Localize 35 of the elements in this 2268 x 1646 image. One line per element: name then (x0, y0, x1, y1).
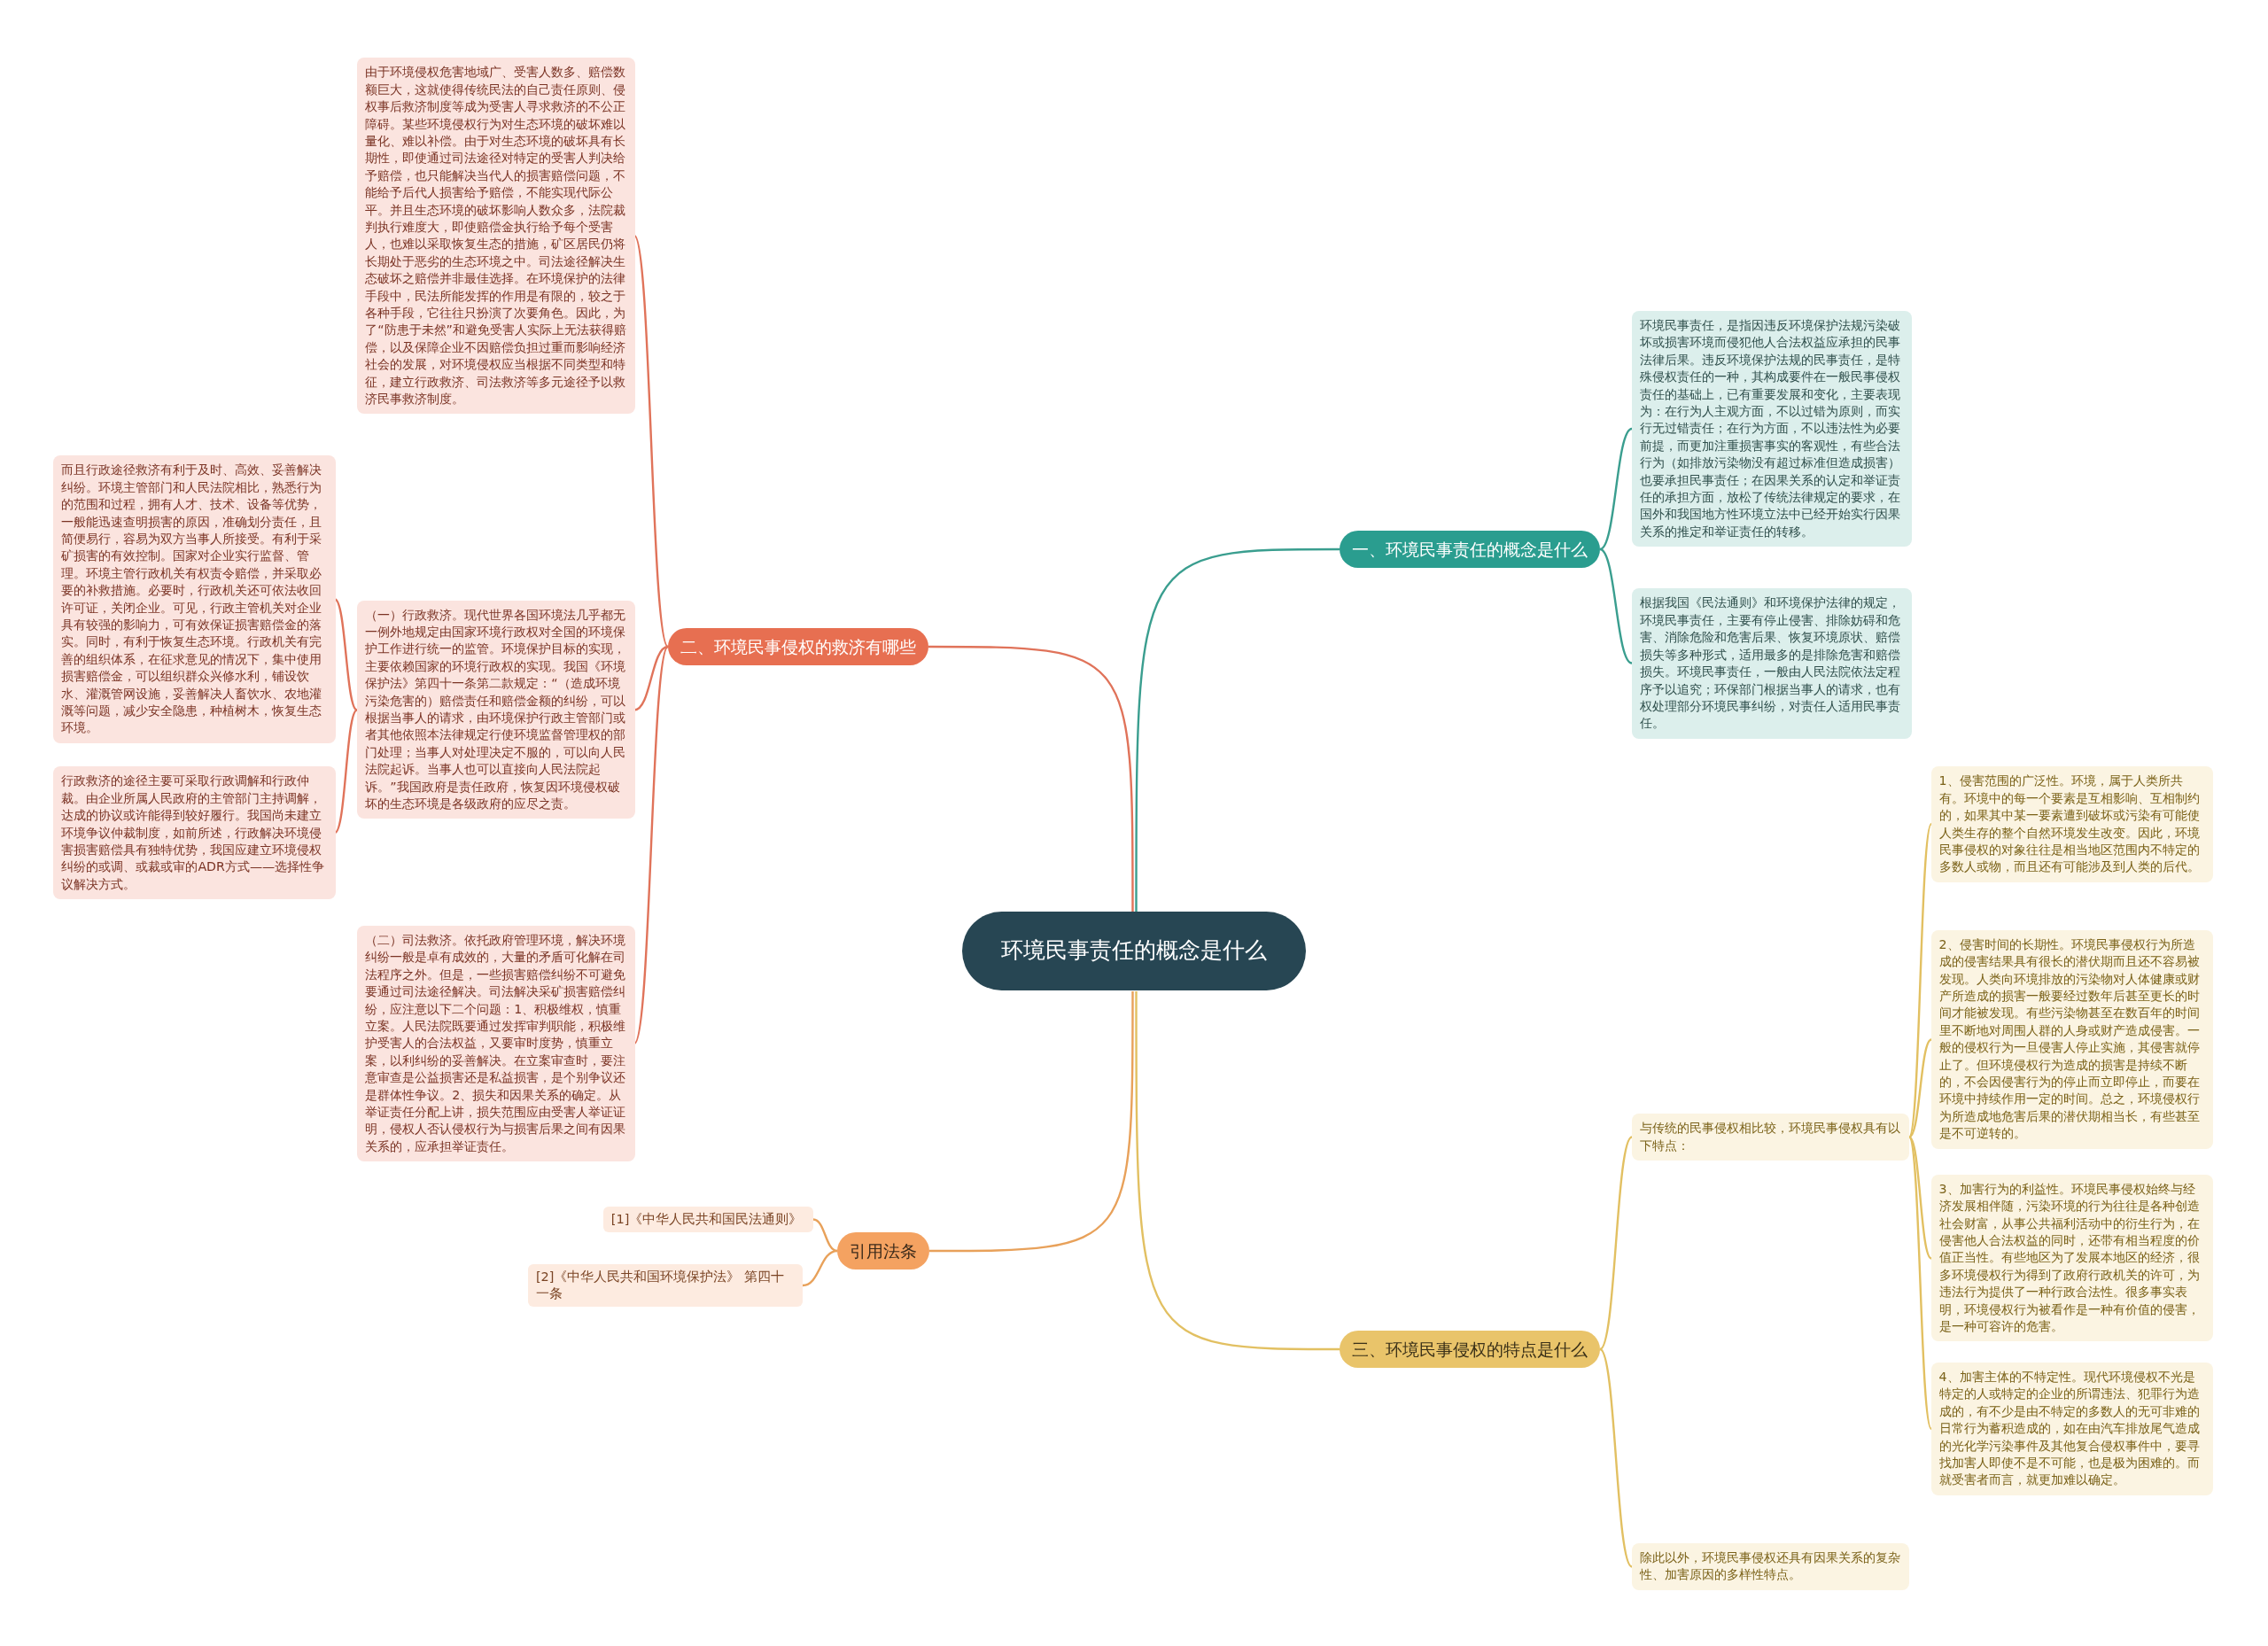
note-card: （二）司法救济。依托政府管理环境，解决环境纠纷一般是卓有成效的，大量的矛盾可化解在司法程序之外。但是，一些损害赔偿纠纷不可避免要通过司法途径解决。司法解决采矿损害赔偿纠纷，应注意以下二个问题：1、积极维权，慎重立案。人民法院既要通过发挥审判职能，积极维护受害人的合法权益，又要审时度势，慎重立案，以利纠纷的妥善解决。在立案审查时，要注意审查是公益损害还是私益损害，是个别争议还是群体性争议。2、损失和因果关系的确定。从举证责任分配上讲，损失范围应由受害人举证证明，侵权人否认侵权行为与损害后果之间有因果关系的，应承担举证责任。 (357, 925, 635, 1162)
note-card: 根据我国《民法通则》和环境保护法律的规定，环境民事责任，主要有停止侵害、排除妨碍和危害、消除危险和危害后果、恢复环境原状、赔偿损失等多种形式，适用最多的是排除危害和赔偿损失。环境民事责任，一般由人民法院依法定程序予以追究；环保部门根据当事人的请求，也有权处理部分环境民事纠纷，对责任人适用民事责任。 (1631, 588, 1913, 739)
connector (802, 1249, 838, 1287)
branch-topic: 三、环境民事侵权的特点是什么 (1339, 1331, 1600, 1369)
note-card: 而且行政途径救济有利于及时、高效、妥善解决纠纷。环境主管部门和人民法院相比，熟悉行为的范围和过程，拥有人才、技术、设备等优势，一般能迅速查明损害的原因，准确划分责任，且简便易行，容易为双方当事人所接受。有利于采矿损害的有效控制。国家对企业实行监督、管理。环境主管行政机关有权责令赔偿，并采取必要的补救措施。必要时，行政机关还可依法收回许可证，关闭企业。可见，行政主管机关对企业具有较强的影响力，可有效保证损害赔偿金的落实。同时，有利于恢复生态环境。行政机关有完善的组织体系，在征求意见的情况下，集中使用损害赔偿金，可以组织群众兴修水利，铺设饮水、灌溉管网设施，妥善解决人畜饮水、农地灌溉等问题，减少安全隐患，种植树木，恢复生态环境。 (53, 455, 336, 743)
central-topic: 环境民事责任的概念是什么 (961, 911, 1307, 991)
connector (1599, 1136, 1633, 1350)
connector (1599, 1348, 1633, 1568)
note-card: 4、加害主体的不特定性。现代环境侵权不光是特定的人或特定的企业的所谓违法、犯罪行为造成的，有不少是由不特定的多数人的无可非难的日常行为蓄积造成的，如在由汽车排放尾气造成的光化学污染事件及其他复合侵权事件中，要寻找加害人即使不是不可能，也是极为困难的。而就受害者而言，就更加难以确定。 (1930, 1362, 2213, 1495)
note-card: 环境民事责任，是指因违反环境保护法规污染破坏或损害环境而侵犯他人合法权益应承担的民事法律后果。违反环境保护法规的民事责任，是特殊侵权责任的一种，其构成要件在一般民事侵权责任的基础上，已有重要发展和变化，主要表现为：在行为人主观方面，不以过错为原则，而实行无过错责任；在行为方面，不以违法性为必要前提，而更加注重损害事实的客观性，有些合法行为（如排放污染物没有超过标准但造成损害）也要承担民事责任；在因果关系的认定和举证责任的承担方面，放松了传统法律规定的要求，在国外和我国地方性环境立法中已经开始实行因果关系的推定和举证责任的转移。 (1631, 311, 1913, 547)
connector (1908, 1038, 1932, 1138)
citation-card: [1]《中华人民共和国民法通则》 (602, 1206, 813, 1232)
note-card: 与传统的民事侵权相比较，环境民事侵权具有以下特点： (1631, 1114, 1910, 1161)
note-card: 2、侵害时间的长期性。环境民事侵权行为所造成的侵害结果具有很长的潜伏期而且还不容易被发现。人类向环境排放的污染物对人体健康或财产所造成的损害一般要经过数年后甚至更长的时间才能被发现。有些污染物甚至在数百年的时间里不断地对周围人群的人身或财产造成侵害。一般的侵权行为一旦侵害人停止实施，其侵害就停止了。但环境侵权行为造成的损害是持续不断的，不会因侵害行为的停止而立即停止，而要在环境中持续作用一定的时间。总之，环境侵权行为所造成地危害后果的潜伏期相当长，有些甚至是不可逆转的。 (1930, 929, 2213, 1149)
branch-topic: 引用法条 (836, 1232, 929, 1269)
note-card: （一）行政救济。现代世界各国环境法几乎都无一例外地规定由国家环境行政权对全国的环境保护工作进行统一的监管。环境保护目标的实现，主要依赖国家的环境行政权的实现。我国《环境保护法》第四十一条第二款规定：“（造成环境污染危害的）赔偿责任和赔偿金额的纠纷，可以根据当事人的请求，由环境保护行政主管部门或者其他依照本法律规定行使环境监督管理权的部门处理；当事人对处理决定不服的，可以向人民法院起诉。当事人也可以直接向人民法院起诉。”我国政府是责任政府，恢复因环境侵权破坏的生态环境是各级政府的应尽之责。 (357, 600, 635, 819)
connector (1599, 428, 1633, 550)
connector (334, 709, 358, 834)
connector (334, 598, 358, 711)
connector (812, 1218, 838, 1253)
note-card: 1、侵害范围的广泛性。环境，属于人类所共有。环境中的每一个要素是互相影响、互相制约的，如果其中某一要素遭到破坏或污染有可能使人类生存的整个自然环境发生改变。因此，环境民事侵权的对象往往是相当地区范围内不特定的多数人或物，而且还有可能涉及到人类的后代。 (1930, 766, 2213, 882)
connector (1135, 991, 1340, 1351)
note-card: 行政救济的途径主要可采取行政调解和行政仲裁。由企业所属人民政府的主管部门主持调解，达成的协议或许能得到较好履行。我国尚未建立环境争议仲裁制度，如前所述，行政解决环境侵害损害赔偿具有独特优势，我国应建立环境侵权纠纷的或调、或裁或审的ADR方式——选择性争议解决方式。 (53, 766, 336, 900)
connector (633, 645, 669, 711)
connector (928, 645, 1134, 912)
note-card: 3、加害行为的利益性。环境民事侵权始终与经济发展相伴随，污染环境的行为往往是各种创造社会财富，从事公共福利活动中的衍生行为，在侵害他人合法权益的同时，还带有相当程度的价值正当性。有些地区为了发展本地区的经济，很多环境侵权行为得到了政府行政机关的许可，为违法行为提供了一种行政合法性。很多事实表明，环境侵权行为被看作是一种有价值的侵害，是一种可容许的危害。 (1930, 1174, 2213, 1342)
note-card: 除此以外，环境民事侵权还具有因果关系的复杂性、加害原因的多样性特点。 (1631, 1543, 1910, 1590)
note-card: 由于环境侵权危害地域广、受害人数多、赔偿数额巨大，这就使得传统民法的自己责任原则、侵权事后救济制度等成为受害人寻求救济的不公正障碍。某些环境侵权行为对生态环境的破坏难以量化、难以补偿。由于对生态环境的破坏具有长期性，即使通过司法途径对特定的受害人判决给予赔偿，也只能解决当代人的损害赔偿问题，不能给予后代人损害给予赔偿，不能实现代际公平。并且生态环境的破坏影响人数众多，法院裁判执行难度大，即使赔偿金执行给予每个受害人，也难以采取恢复生态的措施，矿区居民仍将长期处于恶劣的生态环境之中。司法途径解决生态破坏之赔偿并非最佳选择。在环境保护的法律手段中，民法所能发挥的作用是有限的，较之于各种手段，它往往只扮演了次要角色。因此，为了“防患于未然”和避免受害人实际上无法获得赔偿，以及保障企业不因赔偿负担过重而影响经济社会的发展，对环境侵权应当根据不同类型和特征，建立行政救济、司法救济等多元途径予以救济民事救济制度。 (357, 58, 635, 415)
connector (1599, 547, 1633, 664)
citation-card: [2]《中华人民共和国环境保护法》 第四十一条 (527, 1263, 804, 1307)
connector (1135, 547, 1340, 912)
branch-topic: 一、环境民事责任的概念是什么 (1339, 531, 1600, 569)
connector (929, 991, 1134, 1253)
branch-topic: 二、环境民事侵权的救济有哪些 (668, 627, 929, 665)
connector (1908, 1136, 1932, 1260)
